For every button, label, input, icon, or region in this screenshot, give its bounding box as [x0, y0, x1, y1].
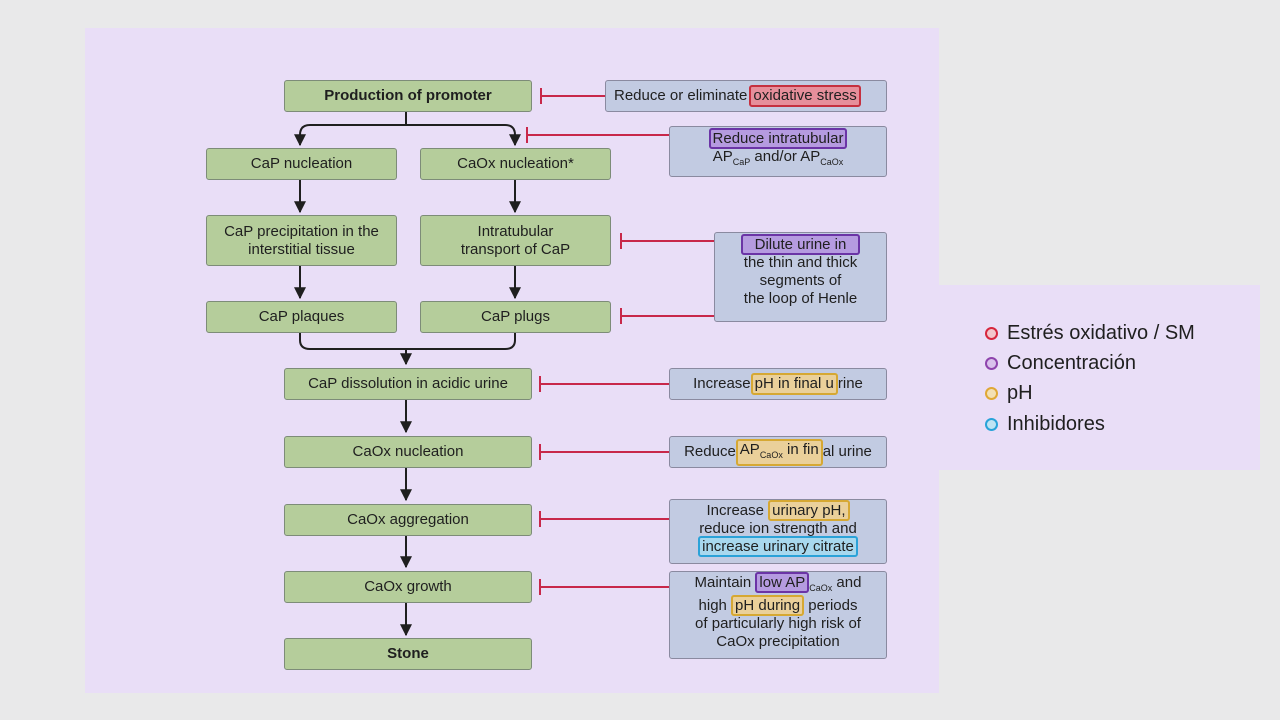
note3-line3: segments of: [759, 272, 842, 289]
box-caox-aggregation-label: CaOx aggregation: [347, 511, 469, 528]
note5-pre: Reduce: [684, 443, 736, 460]
legend-dot-blue-icon: [985, 418, 998, 431]
legend-item-concentration: Concentración: [985, 352, 1136, 375]
box-intratubular-line2: transport of CaP: [460, 240, 571, 258]
note7-line2: high pH during periods: [670, 595, 886, 616]
note-increase-ph: Increase pH in final u rine: [669, 368, 887, 400]
box-caox-nucleation-label: CaOx nucleation: [352, 443, 464, 460]
legend-panel: [938, 285, 1260, 470]
note4-post: rine: [837, 375, 863, 392]
note7-post1: and: [832, 574, 862, 591]
box-intratubular-transport: Intratubular transport of CaP: [420, 215, 611, 266]
legend-label-concentration: Concentración: [1007, 352, 1136, 374]
note7-line3: of particularly high risk of: [695, 615, 861, 632]
legend-dot-purple-icon: [985, 357, 998, 370]
legend-item-ph: pH: [985, 382, 1033, 405]
highlight-ap-caox: APCaOx in fin: [735, 438, 823, 466]
note2-sub1: CaP: [732, 157, 751, 167]
note5-post: al urine: [822, 443, 872, 460]
box-caox-nucleation: CaOx nucleation: [284, 436, 532, 468]
note6-line2: reduce ion strength and: [699, 520, 857, 537]
note2-line2: APCaP and/or APCaOx: [670, 148, 886, 171]
highlight-ph-during: pH during: [731, 595, 805, 616]
note-dilute-urine: Dilute urine in the thin and thick segme…: [714, 232, 887, 322]
box-cap-plugs: CaP plugs: [420, 301, 611, 333]
box-caox-growth-label: CaOx growth: [364, 578, 452, 595]
box-production-label: Production of promoter: [324, 87, 492, 104]
note5-hl-post: in fin: [782, 440, 819, 458]
box-caox-nucleation-star: CaOx nucleation*: [420, 148, 611, 180]
note-oxidative-stress: Reduce or eliminate oxidative stress: [605, 80, 887, 112]
highlight-oxidative-stress: oxidative stress: [749, 85, 861, 107]
note1-text: Reduce or eliminate: [614, 87, 748, 104]
box-cap-precipitation-line2: interstitial tissue: [248, 240, 355, 258]
box-caox-nucleation-star-label: CaOx nucleation*: [457, 155, 574, 172]
box-stone-label: Stone: [387, 645, 429, 662]
note-urinary-ph-citrate: Increase urinary pH, reduce ion strength…: [669, 499, 887, 564]
note7-l2-post: periods: [804, 597, 858, 614]
note5-ap: AP: [739, 440, 760, 458]
box-cap-nucleation-label: CaP nucleation: [250, 155, 353, 172]
note3-line4: the loop of Henle: [743, 290, 858, 307]
note2-ap2: AP: [800, 148, 821, 165]
note-reduce-intratubular: Reduce intratubular APCaP and/or APCaOx: [669, 126, 887, 177]
note7-sub: CaOx: [809, 583, 833, 593]
note7-l2-pre: high: [698, 597, 727, 614]
box-cap-plaques: CaP plaques: [206, 301, 397, 333]
box-production-of-promoter: Production of promoter: [284, 80, 532, 112]
highlight-urinary-citrate: increase urinary citrate: [698, 536, 858, 557]
legend-label-oxidative-stress: Estrés oxidativo / SM: [1007, 322, 1195, 344]
note2-mid: and/or: [750, 148, 801, 165]
legend-label-ph: pH: [1007, 382, 1033, 404]
box-cap-precipitation: CaP precipitation in the interstitial ti…: [206, 215, 397, 266]
highlight-ph-final-urine: pH in final u: [750, 373, 838, 395]
legend-item-inhibitors: Inhibidores: [985, 413, 1105, 436]
note-reduce-ap-caox: Reduce APCaOx in fin al urine: [669, 436, 887, 468]
highlight-dilute-urine: Dilute urine in: [740, 234, 861, 255]
note5-sub: CaOx: [759, 449, 783, 460]
highlight-urinary-ph: urinary pH,: [768, 500, 850, 521]
box-caox-growth: CaOx growth: [284, 571, 532, 603]
legend-item-oxidative-stress: Estrés oxidativo / SM: [985, 322, 1195, 345]
note2-sub2: CaOx: [820, 157, 844, 167]
box-stone: Stone: [284, 638, 532, 670]
note7-pre: Maintain: [694, 574, 752, 591]
box-cap-dissolution-label: CaP dissolution in acidic urine: [308, 375, 508, 392]
box-caox-aggregation: CaOx aggregation: [284, 504, 532, 536]
highlight-low-ap: low AP: [755, 572, 810, 593]
note7-line4: CaOx precipitation: [716, 633, 840, 650]
note6-line1: Increase urinary pH,: [670, 500, 886, 521]
highlight-reduce-intratubular: Reduce intratubular: [708, 128, 848, 149]
box-cap-plaques-label: CaP plaques: [258, 308, 345, 325]
note2-ap1: AP: [712, 148, 733, 165]
note6-pre: Increase: [706, 502, 764, 519]
box-cap-dissolution: CaP dissolution in acidic urine: [284, 368, 532, 400]
box-intratubular-line1: Intratubular: [477, 222, 554, 240]
box-cap-precipitation-line1: CaP precipitation in the: [224, 222, 379, 240]
box-cap-nucleation: CaP nucleation: [206, 148, 397, 180]
legend-dot-yellow-icon: [985, 387, 998, 400]
legend-dot-red-icon: [985, 327, 998, 340]
box-cap-plugs-label: CaP plugs: [481, 308, 550, 325]
note4-pre: Increase: [693, 375, 751, 392]
note3-line2: the thin and thick: [743, 254, 858, 271]
legend-label-inhibitors: Inhibidores: [1007, 413, 1105, 435]
